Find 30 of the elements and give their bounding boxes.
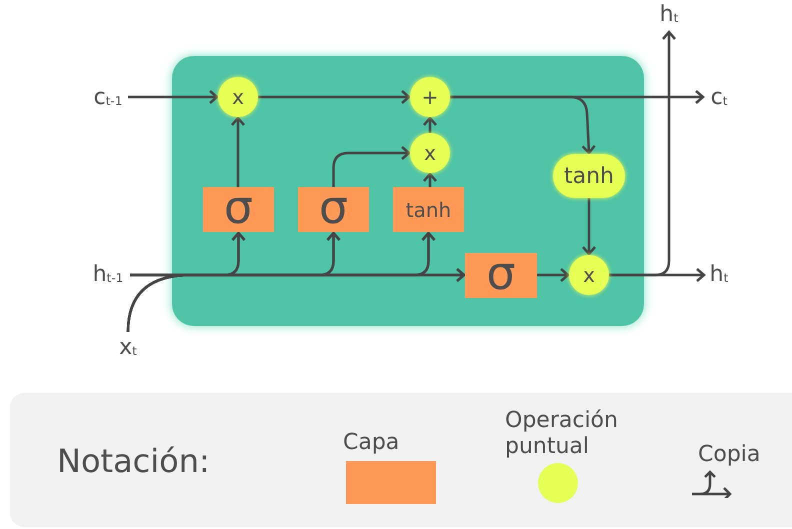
legend-label: Capa — [343, 430, 400, 456]
operation-symbol: tanh — [406, 196, 452, 224]
operation-symbol: tanh — [564, 162, 614, 190]
operation-symbol: x — [232, 84, 244, 111]
sigmoid-layer-box — [465, 253, 537, 298]
legend-label: Copia — [698, 442, 762, 468]
arrow — [332, 146, 410, 187]
arrow — [258, 90, 410, 104]
arrow — [582, 198, 596, 256]
legend-title: Notación: — [57, 445, 210, 477]
operation-symbol: σ — [486, 250, 516, 296]
arrow — [609, 30, 676, 276]
arrow — [422, 116, 438, 133]
sigmoid-layer-box — [298, 187, 369, 232]
sigmoid-layer-box — [203, 187, 274, 232]
operation-symbol: x — [583, 262, 595, 289]
legend-label: Operación puntual — [505, 408, 619, 460]
pointwise-tanh-pill — [553, 154, 625, 198]
lstm-cell-box — [172, 56, 644, 326]
tanh-layer-box — [393, 187, 464, 232]
operation-symbol: σ — [224, 184, 254, 230]
arrow — [422, 172, 438, 187]
operation-symbol: σ — [318, 184, 348, 230]
arrow — [450, 96, 596, 154]
arrow — [128, 90, 218, 104]
operation-symbol: x — [424, 140, 436, 167]
operation-symbol: + — [422, 84, 438, 111]
arrow — [537, 268, 570, 282]
arrow — [126, 268, 466, 332]
arrow — [230, 116, 246, 187]
